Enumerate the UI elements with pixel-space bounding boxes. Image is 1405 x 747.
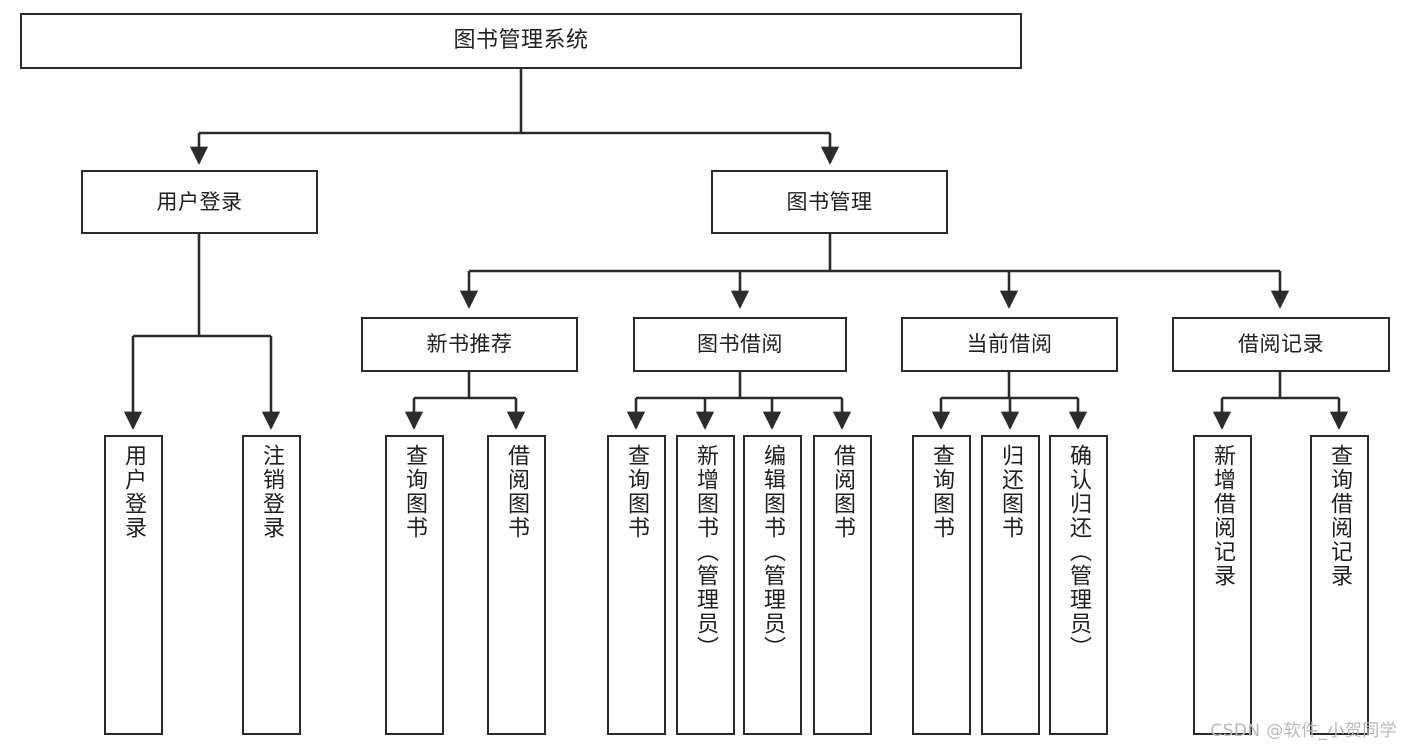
leaf-query-book-3[interactable]: 查询图书: [912, 435, 971, 735]
leaf-add-book-label: 新增图书（管理员）: [693, 444, 719, 660]
leaf-borrow-book-1-label: 借阅图书: [504, 444, 530, 540]
leaf-user-login-label: 用户登录: [121, 444, 147, 540]
node-user-login[interactable]: 用户登录: [81, 170, 318, 234]
leaf-query-borrow-record-label: 查询借阅记录: [1327, 444, 1353, 588]
leaf-query-book-3-label: 查询图书: [929, 444, 955, 540]
node-book-manage-label: 图书管理: [786, 189, 873, 214]
node-current-borrow-label: 当前借阅: [966, 332, 1053, 357]
leaf-add-borrow-record-label: 新增借阅记录: [1210, 444, 1236, 588]
node-user-login-label: 用户登录: [156, 189, 243, 214]
leaf-query-book-2-label: 查询图书: [624, 444, 650, 540]
node-root[interactable]: 图书管理系统: [20, 13, 1022, 69]
node-borrow-record-label: 借阅记录: [1238, 332, 1324, 357]
leaf-confirm-return-label: 确认归还（管理员）: [1066, 444, 1092, 660]
leaf-query-book-1-label: 查询图书: [402, 444, 428, 540]
leaf-query-book-1[interactable]: 查询图书: [385, 435, 444, 735]
node-root-label: 图书管理系统: [453, 28, 589, 54]
leaf-edit-book[interactable]: 编辑图书（管理员）: [743, 435, 802, 735]
leaf-borrow-book-2-label: 借阅图书: [830, 444, 856, 540]
node-new-book-recommend-label: 新书推荐: [426, 332, 513, 357]
leaf-query-book-2[interactable]: 查询图书: [607, 435, 666, 735]
leaf-borrow-book-1[interactable]: 借阅图书: [487, 435, 546, 735]
leaf-borrow-book-2[interactable]: 借阅图书: [813, 435, 872, 735]
leaf-user-logout[interactable]: 注销登录: [242, 435, 301, 735]
leaf-return-book-label: 归还图书: [998, 444, 1024, 540]
watermark-text: CSDN @软件_小贺同学: [1210, 721, 1397, 741]
leaf-user-login[interactable]: 用户登录: [104, 435, 163, 735]
leaf-confirm-return[interactable]: 确认归还（管理员）: [1049, 435, 1108, 735]
node-current-borrow[interactable]: 当前借阅: [901, 317, 1118, 372]
node-book-borrow[interactable]: 图书借阅: [633, 317, 847, 372]
leaf-add-borrow-record[interactable]: 新增借阅记录: [1193, 435, 1252, 735]
node-book-borrow-label: 图书借阅: [697, 332, 783, 357]
node-new-book-recommend[interactable]: 新书推荐: [361, 317, 578, 372]
leaf-add-book[interactable]: 新增图书（管理员）: [676, 435, 735, 735]
node-book-manage[interactable]: 图书管理: [711, 170, 948, 234]
leaf-user-logout-label: 注销登录: [259, 444, 285, 540]
leaf-return-book[interactable]: 归还图书: [981, 435, 1040, 735]
leaf-query-borrow-record[interactable]: 查询借阅记录: [1310, 435, 1369, 735]
leaf-edit-book-label: 编辑图书（管理员）: [760, 444, 786, 660]
node-borrow-record[interactable]: 借阅记录: [1172, 317, 1390, 372]
